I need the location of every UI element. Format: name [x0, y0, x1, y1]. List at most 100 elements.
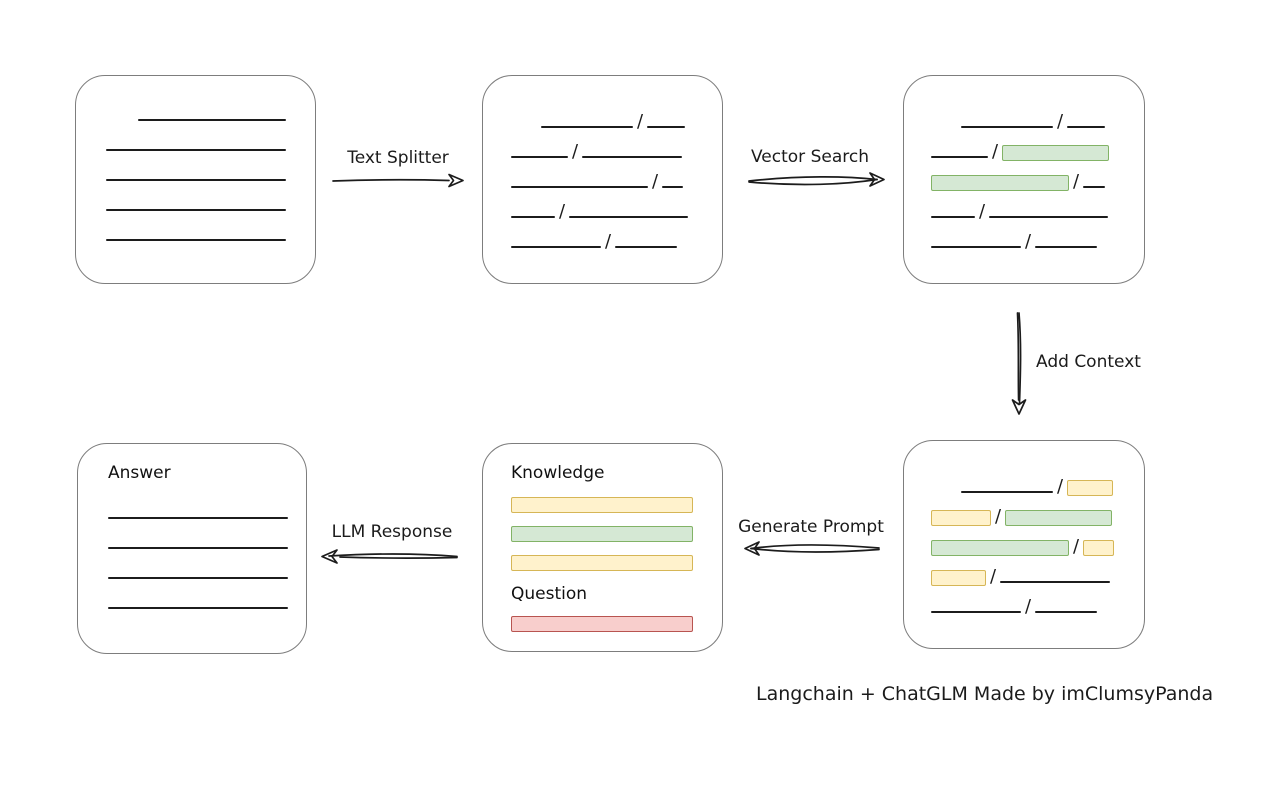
- text-row: [511, 490, 722, 519]
- chunk-separator-slash: /: [995, 506, 1002, 527]
- text-line: [511, 186, 648, 188]
- text-line: [511, 216, 555, 218]
- green-highlight-bar: [931, 540, 1069, 556]
- text-row: /: [931, 98, 1109, 132]
- vector-search-label: Vector Search: [751, 147, 869, 167]
- llm-response-label: LLM Response: [331, 522, 453, 542]
- llm-response-arrow: [321, 549, 458, 564]
- yellow-highlight-bar: [931, 570, 986, 586]
- text-line: [961, 126, 1053, 128]
- text-row: /: [931, 188, 1109, 222]
- chunk-separator-slash: /: [992, 141, 999, 162]
- text-line: [108, 517, 288, 519]
- text-row: [511, 609, 722, 638]
- text-line: [662, 186, 684, 188]
- text-row: [106, 181, 286, 211]
- generate-prompt-arrow: [744, 541, 880, 556]
- text-row: /: [931, 523, 1115, 556]
- text-row: [511, 548, 722, 577]
- text-row: /: [511, 98, 688, 132]
- context-chunks-lines: /////: [904, 441, 1115, 617]
- text-row: /: [931, 158, 1109, 192]
- chunk-separator-slash: /: [605, 231, 612, 252]
- text-line: [931, 246, 1021, 248]
- yellow-highlight-bar: [931, 510, 991, 526]
- text-row: /: [511, 128, 688, 162]
- chunk-separator-slash: /: [572, 141, 579, 162]
- yellow-highlight-bar: [1083, 540, 1115, 556]
- document-lines: [76, 76, 286, 241]
- text-line: [106, 179, 286, 181]
- context-chunks-box: /////: [903, 440, 1145, 649]
- text-splitter-arrow: [332, 173, 464, 188]
- chunk-separator-slash: /: [637, 111, 644, 132]
- source-document-box: [75, 75, 316, 284]
- yellow-highlight-bar: [511, 496, 693, 513]
- add-context-arrow: [1011, 312, 1027, 415]
- yellow-highlight-bar: [511, 554, 693, 571]
- text-line: [106, 239, 286, 241]
- text-row: /: [931, 493, 1114, 527]
- green-highlight-bar: [1005, 510, 1113, 526]
- text-row: [108, 519, 306, 549]
- text-row: /: [931, 583, 1114, 617]
- text-line: [569, 216, 689, 218]
- text-row: /: [931, 128, 1110, 162]
- text-line: [931, 611, 1021, 613]
- text-line: [541, 126, 633, 128]
- green-highlight-bar: [1002, 145, 1110, 161]
- text-line: [615, 246, 678, 248]
- text-line: [108, 607, 288, 609]
- text-line: [582, 156, 683, 158]
- text-row: [106, 91, 286, 121]
- green-highlight-bar: [931, 175, 1069, 191]
- chunk-separator-slash: /: [1057, 111, 1064, 132]
- text-row: /: [931, 553, 1114, 587]
- chunk-separator-slash: /: [1025, 231, 1032, 252]
- answer-lines: [108, 489, 306, 609]
- text-line: [1000, 581, 1111, 583]
- yellow-highlight-bar: [1067, 480, 1114, 496]
- generate-prompt-label: Generate Prompt: [738, 517, 884, 537]
- text-line: [108, 547, 288, 549]
- green-highlight-bar: [511, 525, 693, 542]
- red-highlight-bar: [511, 615, 693, 632]
- text-line: [931, 216, 975, 218]
- chunk-separator-slash: /: [1073, 171, 1080, 192]
- text-row: /: [511, 158, 688, 192]
- answer-box: Answer: [77, 443, 307, 654]
- answer-label: Answer: [108, 463, 171, 483]
- diagram-caption: Langchain + ChatGLM Made by imClumsyPand…: [756, 683, 1214, 705]
- matched-chunks-lines: / / / / /: [904, 76, 1110, 252]
- chunk-separator-slash: /: [652, 171, 659, 192]
- text-row: /: [931, 463, 1114, 497]
- chunk-separator-slash: /: [990, 566, 997, 587]
- text-row: [108, 549, 306, 579]
- text-row: /: [931, 218, 1109, 252]
- text-line: [106, 149, 286, 151]
- text-line: [138, 119, 286, 121]
- text-line: [108, 577, 288, 579]
- text-line: [106, 209, 286, 211]
- text-row: /: [511, 188, 689, 221]
- knowledge-bars: [511, 490, 722, 577]
- chunk-separator-slash: /: [1025, 596, 1032, 617]
- vector-search-arrow: [748, 172, 885, 187]
- text-row: [106, 121, 286, 151]
- question-label: Question: [511, 584, 588, 604]
- text-line: [647, 126, 686, 128]
- text-line: [961, 491, 1053, 493]
- text-line: [511, 156, 568, 158]
- chunk-separator-slash: /: [1057, 476, 1064, 497]
- text-row: [106, 151, 286, 181]
- text-row: [511, 519, 722, 548]
- chunk-separator-slash: /: [979, 201, 986, 222]
- matched-chunks-box: / / / / /: [903, 75, 1145, 284]
- knowledge-label: Knowledge: [511, 463, 605, 483]
- text-row: [108, 489, 306, 519]
- text-line: [1083, 186, 1106, 188]
- text-line: [989, 216, 1109, 218]
- text-line: [511, 246, 601, 248]
- text-line: [1035, 611, 1098, 613]
